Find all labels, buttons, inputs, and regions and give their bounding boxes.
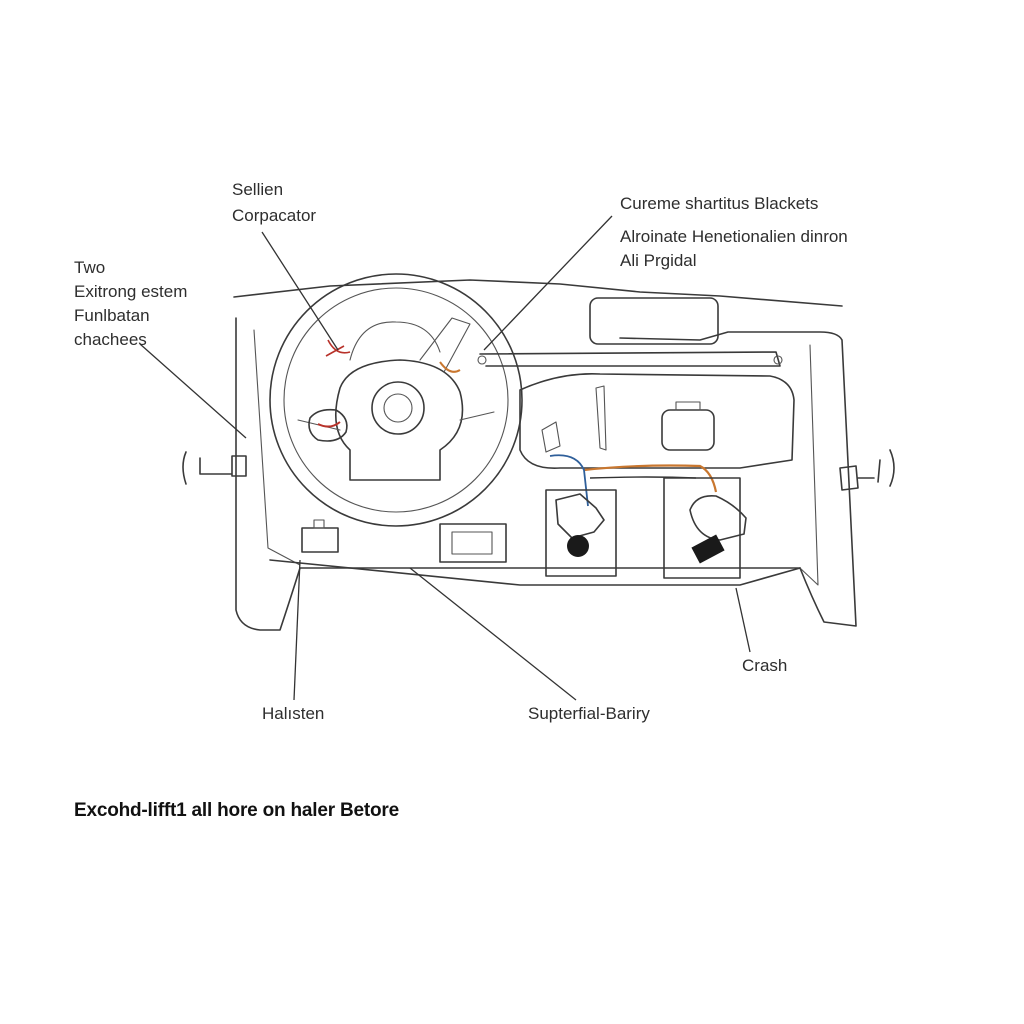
left-side-connector <box>182 451 247 485</box>
left-switch-module <box>308 408 348 442</box>
label-line: chachees <box>74 330 147 349</box>
label-halisten: Halısten <box>262 704 325 723</box>
orange-wire-top <box>439 361 461 373</box>
label-cureme: Cureme shartitus Blackets <box>620 194 819 213</box>
dark-module-right <box>691 534 725 564</box>
vent-module <box>661 409 715 451</box>
red-wire-left <box>317 421 341 428</box>
relay-right <box>689 494 747 541</box>
label-alroinate: Alroinate Henetionalien dinron Ali Prgid… <box>620 225 848 273</box>
glovebox-slot <box>595 385 607 451</box>
leader-halisten <box>293 559 301 701</box>
label-line: Exitrong estem <box>74 282 188 301</box>
left-lower-bay <box>545 489 617 577</box>
label-line: Ali Prgidal <box>620 251 697 270</box>
dash-lower-edge <box>269 559 801 586</box>
dash-body-outline <box>235 317 857 631</box>
center-lower-panel-inner <box>451 531 493 555</box>
dash-inner-right <box>799 344 819 586</box>
label-line: Funlbatan <box>74 306 150 325</box>
center-lower-panel <box>439 523 507 563</box>
label-line: Corpacator <box>232 206 317 225</box>
right-side-connector <box>839 449 895 491</box>
column-bracket <box>419 317 471 373</box>
dash-top-edge <box>233 279 843 307</box>
leader-two <box>139 343 247 439</box>
left-lower-switch-tab <box>313 519 325 529</box>
horn-pad-outer <box>371 381 425 435</box>
steering-wheel-rim-outer <box>269 273 523 527</box>
cross-bracket <box>479 351 781 367</box>
glovebox-frame <box>519 373 795 469</box>
horn-pad-inner <box>383 393 413 423</box>
vent-clip <box>675 401 701 411</box>
upper-red-connector <box>325 339 351 357</box>
leader-crash <box>735 587 751 653</box>
bracket-bolt-left <box>477 355 487 365</box>
label-two-exitrong: Two Exitrong estem Funlbatan chachees <box>74 256 187 352</box>
harness-blue <box>549 454 589 507</box>
harness-orange <box>583 464 718 493</box>
dash-inner-left <box>253 329 301 566</box>
diagram-caption: Excohd-lifft1 all hore on haler Betore <box>74 800 399 821</box>
relay-left <box>555 493 605 539</box>
label-line: Sellien <box>232 180 284 199</box>
center-display <box>589 297 719 345</box>
right-lower-bay <box>663 477 741 579</box>
harness-connector <box>541 421 561 453</box>
left-lower-switch <box>301 527 339 553</box>
leader-cureme <box>483 215 613 351</box>
leader-sellien <box>261 231 339 351</box>
leader-supterfial <box>409 567 577 701</box>
dark-sensor-left <box>567 535 589 557</box>
steering-wheel-rim-inner <box>283 287 509 513</box>
bracket-bolt-right <box>773 355 783 365</box>
wheel-spoke-right <box>459 411 495 421</box>
label-crash: Crash <box>742 656 788 675</box>
label-line: Alroinate Henetionalien dinron <box>620 227 848 246</box>
label-line: Two <box>74 258 106 277</box>
steering-hub <box>334 359 464 481</box>
gauge-cluster <box>349 321 441 361</box>
label-sellien-corpacator: Sellien Corpacator <box>232 178 316 228</box>
label-supterfial: Supterfial-Bariry <box>528 704 650 723</box>
